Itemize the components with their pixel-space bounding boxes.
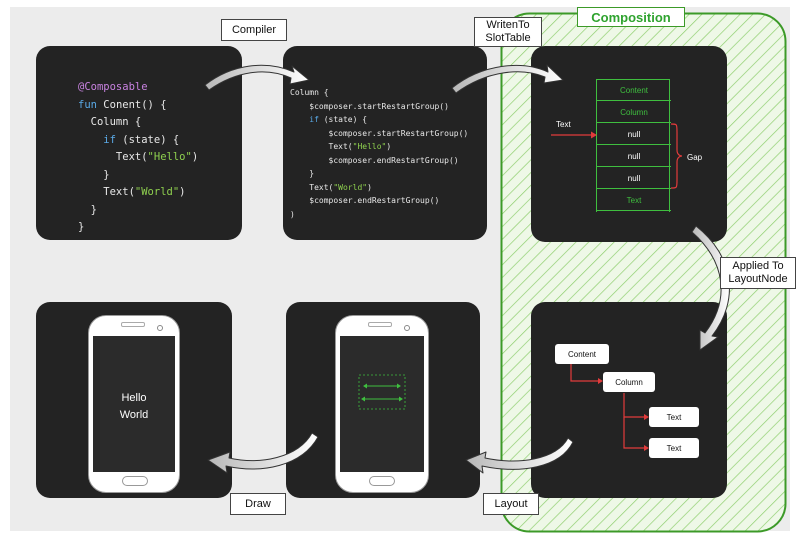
label-writen-to: WritenTo SlotTable (474, 17, 542, 47)
code-line: Text("World") (78, 186, 186, 198)
gap-brace (670, 123, 683, 189)
arrow-writen-to (451, 64, 564, 94)
tree-node: Column (603, 372, 655, 392)
phone-speaker (121, 322, 145, 327)
layout-phone-panel (286, 302, 480, 498)
phone-screen: Hello World (93, 336, 175, 472)
code-line: if (state) { (78, 133, 180, 146)
slot-pointer-arrow (551, 131, 597, 139)
compiled-code: Column { $composer.startRestartGroup() i… (290, 86, 468, 221)
phone-home-button (369, 476, 395, 486)
label-compiler: Compiler (221, 19, 287, 41)
phone (335, 315, 429, 493)
tree-node: Content (555, 344, 609, 364)
slot-cell: null (597, 146, 671, 167)
slot-cell: Column (597, 102, 671, 123)
phone-speaker (368, 322, 392, 327)
code-line: $composer.startRestartGroup() (290, 101, 449, 111)
code-line: Text("World") (290, 182, 372, 192)
gap-label: Gap (687, 153, 703, 162)
phone-screen (340, 336, 424, 472)
code-line: } (78, 203, 97, 216)
layout-tree-panel: Content Column Text Text (531, 302, 727, 498)
code-line: fun Conent() { (78, 98, 167, 111)
slot-table: Content Column null null null Text (596, 79, 671, 212)
phone-home-button (122, 476, 148, 486)
code-line: Text("Hello") (78, 151, 199, 163)
slot-pointer-label: Text (556, 120, 571, 129)
layout-measure-guides (358, 374, 406, 410)
tree-node: Text (649, 438, 699, 458)
code-line: ) (290, 209, 295, 219)
code-line: Column { (290, 88, 329, 97)
slot-cell: Content (597, 80, 671, 101)
code-line: Column { (78, 116, 142, 128)
tree-node: Text (649, 407, 699, 427)
code-line: Text("Hello") (290, 142, 392, 151)
code-line: } (78, 221, 85, 233)
slot-cell: null (597, 168, 671, 189)
phone-text-hello: Hello (121, 392, 147, 404)
code-line: $composer.endRestartGroup() (290, 155, 459, 165)
draw-phone-panel: Hello World (36, 302, 232, 498)
code-line: $composer.endRestartGroup() (290, 196, 440, 205)
source-code: @Composable fun Conent() { Column { if (s… (78, 79, 198, 237)
slot-cell: null (597, 124, 671, 145)
source-code-panel: @Composable fun Conent() { Column { if (s… (36, 46, 242, 240)
code-line: } (78, 168, 110, 181)
label-draw: Draw (230, 493, 286, 515)
phone-text-world: World (119, 409, 149, 421)
phone-camera (404, 325, 410, 331)
composition-title: Composition (577, 7, 685, 27)
phone: Hello World (88, 315, 180, 493)
code-line: @Composable (78, 81, 148, 93)
label-layout: Layout (483, 493, 539, 515)
slot-table-panel: Content Column null null null Text Text … (531, 46, 727, 242)
slot-cell: Text (597, 190, 671, 211)
tree-connectors (570, 362, 649, 451)
phone-camera (157, 325, 163, 331)
arrow-layout (465, 437, 574, 474)
code-line: } (290, 169, 315, 178)
code-line: if (state) { (290, 115, 368, 124)
code-line: $composer.startRestartGroup() (290, 128, 469, 138)
arrow-compiler (204, 64, 310, 91)
arrow-draw (207, 432, 319, 474)
compiled-code-panel: Column { $composer.startRestartGroup() i… (283, 46, 487, 240)
label-applied-to: Applied To LayoutNode (720, 257, 796, 289)
